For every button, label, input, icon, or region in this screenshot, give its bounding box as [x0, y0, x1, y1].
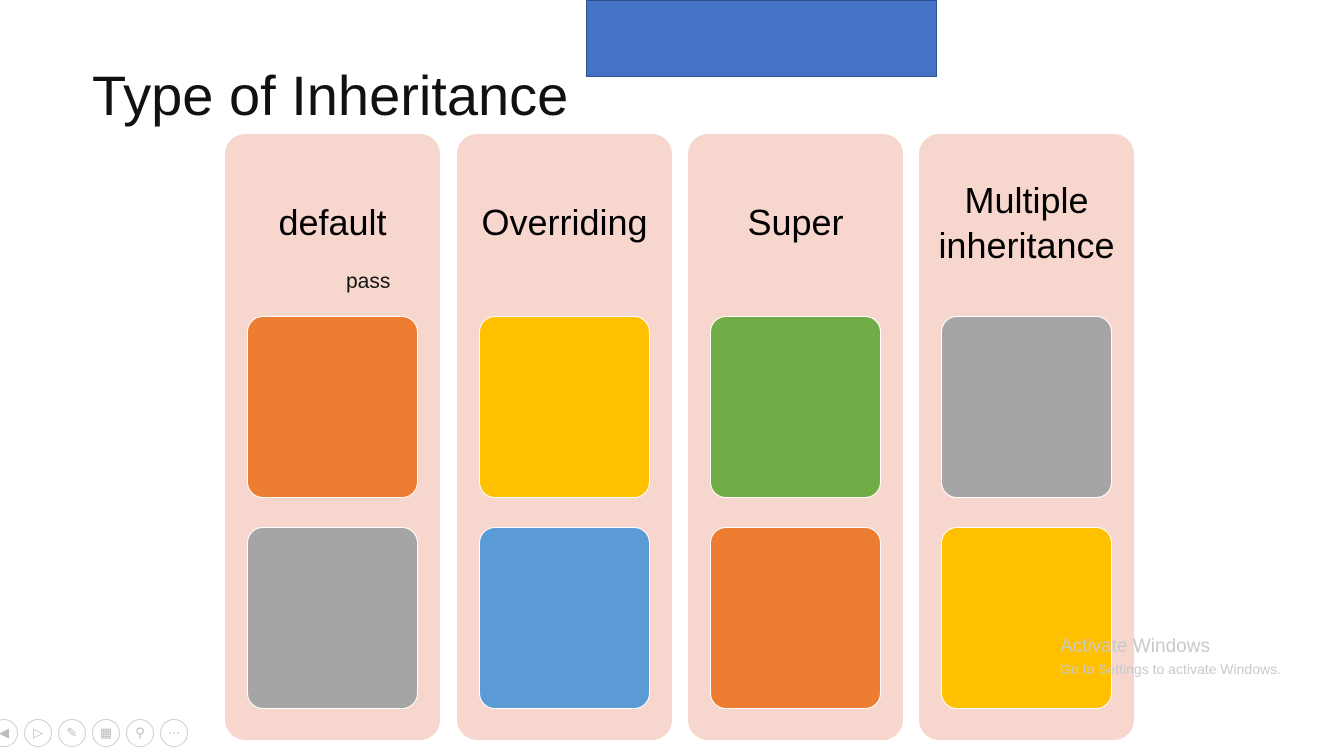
- more-options-icon[interactable]: ⋯: [160, 719, 188, 747]
- column-heading-overriding: Overriding: [481, 202, 648, 243]
- watermark-line-1: Activate Windows: [1060, 636, 1210, 657]
- heading-line-2: inheritance: [938, 225, 1115, 266]
- pen-icon[interactable]: ✎: [58, 719, 86, 747]
- tile-orange: [247, 316, 418, 498]
- watermark-line-2: Go to Settings to activate Windows.: [1060, 661, 1281, 677]
- activate-windows-watermark: Activate Windows Go to Settings to activ…: [1060, 636, 1281, 677]
- blue-rectangle-shape: [586, 0, 937, 77]
- tile-gray: [247, 527, 418, 709]
- next-slide-icon[interactable]: ▷: [24, 719, 52, 747]
- column-heading-super: Super: [747, 202, 844, 243]
- tile-blue: [479, 527, 650, 709]
- column-heading-multiple-inheritance: Multiple inheritance: [919, 178, 1134, 268]
- tile-yellow: [479, 316, 650, 498]
- slideshow-toolbar: ◀ ▷ ✎ ▦ ⚲ ⋯: [0, 719, 188, 747]
- column-default: default pass: [225, 134, 440, 740]
- column-overriding: Overriding: [457, 134, 672, 740]
- column-multiple-inheritance: Multiple inheritance: [919, 134, 1134, 740]
- tile-orange: [710, 527, 881, 709]
- tile-gray: [941, 316, 1112, 498]
- slides-grid-icon[interactable]: ▦: [92, 719, 120, 747]
- column-heading-default: default: [278, 202, 387, 243]
- column-note-pass: pass: [346, 270, 391, 293]
- column-super: Super: [688, 134, 903, 740]
- zoom-icon[interactable]: ⚲: [126, 719, 154, 747]
- heading-line-1: Multiple: [964, 180, 1089, 221]
- tile-green: [710, 316, 881, 498]
- slide-title: Type of Inheritance: [92, 64, 569, 127]
- previous-slide-icon[interactable]: ◀: [0, 719, 18, 747]
- tile-yellow: [941, 527, 1112, 709]
